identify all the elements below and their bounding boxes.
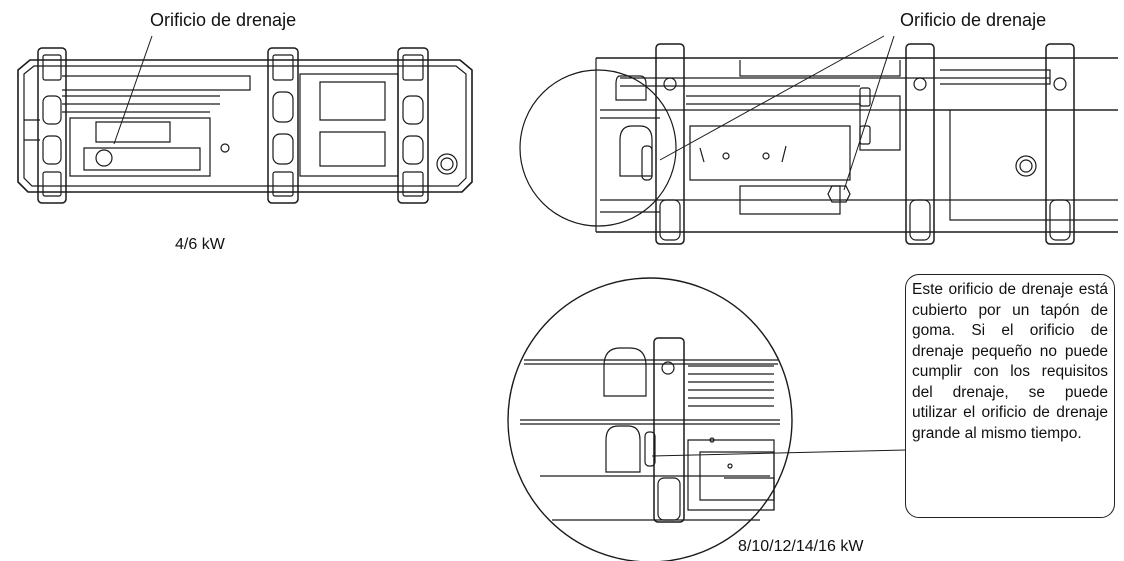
foot-left-1 [37,47,67,204]
callout-note: Este orificio de drenaje está cubierto p… [905,274,1115,518]
unit-4-6kw-drawing [17,35,473,204]
leader-line-right-2 [843,35,895,191]
foot-right-3 [1045,43,1075,245]
foot-right-1 [641,43,685,245]
zoom-detail [507,277,907,561]
caption-8-16kw: 8/10/12/14/16 kW [738,538,864,555]
foot-left-2 [267,47,299,204]
caption-4-6kw: 4/6 kW [175,236,225,253]
drain-hole-label-left: Orificio de drenaje [150,10,297,30]
drain-hole-label-right: Orificio de drenaje [900,10,1047,30]
foot-left-3 [397,47,429,204]
foot-right-2 [905,43,935,245]
leader-line-right-1 [659,35,885,161]
unit-8-16kw-drawing [519,35,1118,245]
leader-line-left [113,35,153,145]
leader-line-detail [651,449,907,457]
callout-text: Este orificio de drenaje está cubierto p… [912,281,1108,442]
